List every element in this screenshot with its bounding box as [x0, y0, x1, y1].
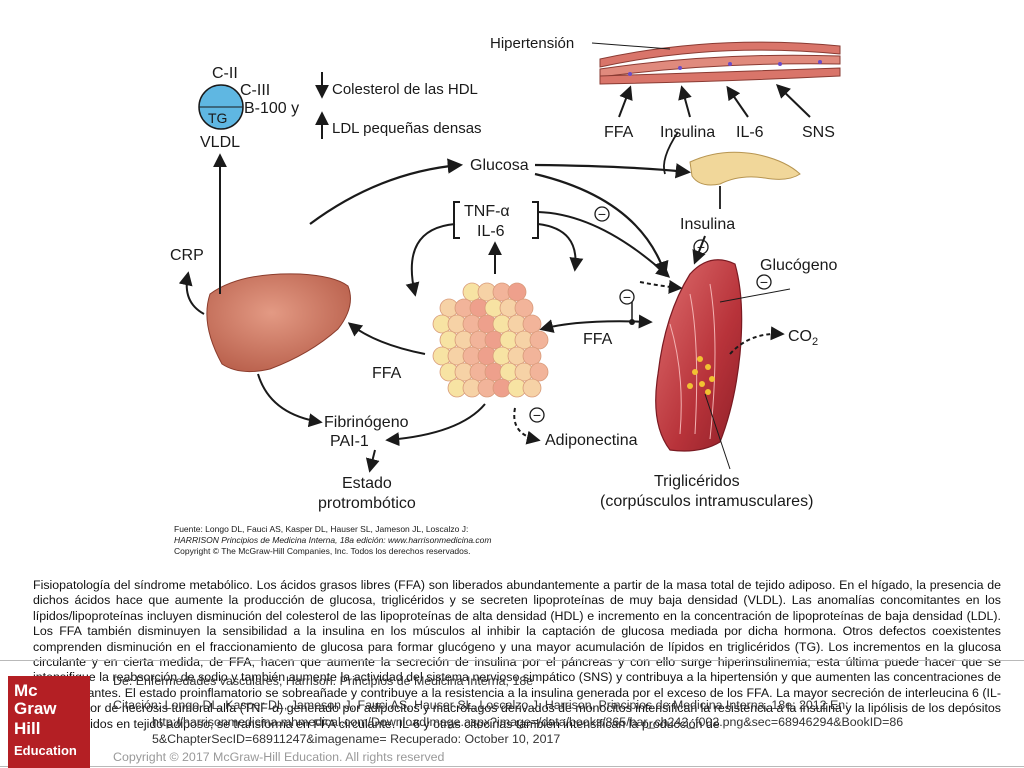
- ffa-left-label: FFA: [372, 365, 402, 382]
- separator-bottom: [0, 766, 1024, 767]
- source-line3: Copyright © The McGraw-Hill Companies, I…: [174, 546, 471, 556]
- logo-line-education: Education: [14, 743, 77, 758]
- crp-label: CRP: [170, 247, 204, 264]
- overlay-url-2: 5&ChapterSecID=68911247&imagename= Recup…: [152, 732, 561, 746]
- adipocyte: [522, 314, 542, 334]
- triglycerides-label: Triglicéridos: [654, 473, 740, 490]
- vldl-label: VLDL: [200, 134, 240, 151]
- factor-il6-label: IL-6: [736, 124, 764, 141]
- hypertension-label: Hipertensión: [490, 35, 574, 52]
- overlay-copyright: Copyright © 2017 McGraw-Hill Education. …: [113, 750, 445, 764]
- bracket-right: [532, 201, 539, 239]
- fibrinogen-label: Fibrinógeno: [324, 414, 409, 431]
- logo-line-hill: Hill: [14, 719, 41, 738]
- tnf-label: TNF-α: [464, 203, 510, 220]
- separator-top: [0, 660, 1024, 661]
- lipid-changes: Colesterol de las HDL LDL pequeñas densa…: [315, 72, 482, 139]
- liver-shape: [206, 273, 351, 373]
- muscle-shape: [655, 259, 743, 452]
- source-line1: Fuente: Longo DL, Fauci AS, Kasper DL, H…: [174, 524, 468, 534]
- adiponectin-label: Adiponectina: [545, 432, 638, 449]
- svg-text:−: −: [598, 206, 606, 222]
- glucose-label: Glucosa: [470, 157, 529, 174]
- bracket-left: [453, 201, 460, 239]
- mcgraw-hill-logo: Mc Graw Hill Education: [8, 676, 90, 768]
- adipose-tissue: [432, 282, 549, 398]
- factor-ffa-label: FFA: [604, 124, 634, 141]
- blood-vessels: [599, 41, 841, 85]
- pancreas-shape: [689, 151, 801, 186]
- svg-text:−: −: [760, 274, 768, 290]
- triglycerides-sub-label: (corpúsculos intramusculares): [600, 493, 813, 510]
- ldl-label: LDL pequeñas densas: [332, 120, 482, 137]
- svg-text:−: −: [533, 407, 541, 423]
- il6-label: IL-6: [477, 223, 505, 240]
- adipocyte: [529, 362, 549, 382]
- intramuscular-droplets: [687, 356, 715, 395]
- ffa-right-label: FFA: [583, 331, 613, 348]
- adipocyte: [507, 282, 527, 302]
- logo-line-mc: Mc: [14, 681, 38, 700]
- tg-label: TG: [208, 110, 227, 126]
- vldl-particle: C-II C-III B-100 y TG VLDL: [198, 65, 299, 151]
- apo-c3-label: C-III: [240, 82, 270, 99]
- metabolic-syndrome-diagram: C-II C-III B-100 y TG VLDL Colesterol de…: [160, 24, 852, 564]
- apo-b100-label: B-100 y: [244, 100, 299, 117]
- adipocyte: [529, 330, 549, 350]
- factor-insulin-label: Insulina: [660, 124, 715, 141]
- adipocyte: [514, 298, 534, 318]
- insulin-label: Insulina: [680, 216, 735, 233]
- apo-c2-label: C-II: [212, 65, 238, 82]
- factor-sns-label: SNS: [802, 124, 835, 141]
- svg-text:−: −: [623, 289, 631, 305]
- prothrombotic-label-line2: protrombótico: [318, 495, 416, 512]
- figure-caption: Fisiopatología del síndrome metabólico. …: [33, 578, 1001, 731]
- adipocyte: [522, 346, 542, 366]
- source-line2: HARRISON Principios de Medicina Interna,…: [174, 535, 491, 545]
- adipocyte: [522, 378, 542, 398]
- hdl-label: Colesterol de las HDL: [332, 81, 478, 98]
- prothrombotic-label-line1: Estado: [342, 475, 392, 492]
- co2-label: CO2: [788, 328, 818, 348]
- logo-line-graw: Graw: [14, 699, 57, 718]
- pai1-label: PAI-1: [330, 433, 369, 450]
- glycogen-label: Glucógeno: [760, 257, 837, 274]
